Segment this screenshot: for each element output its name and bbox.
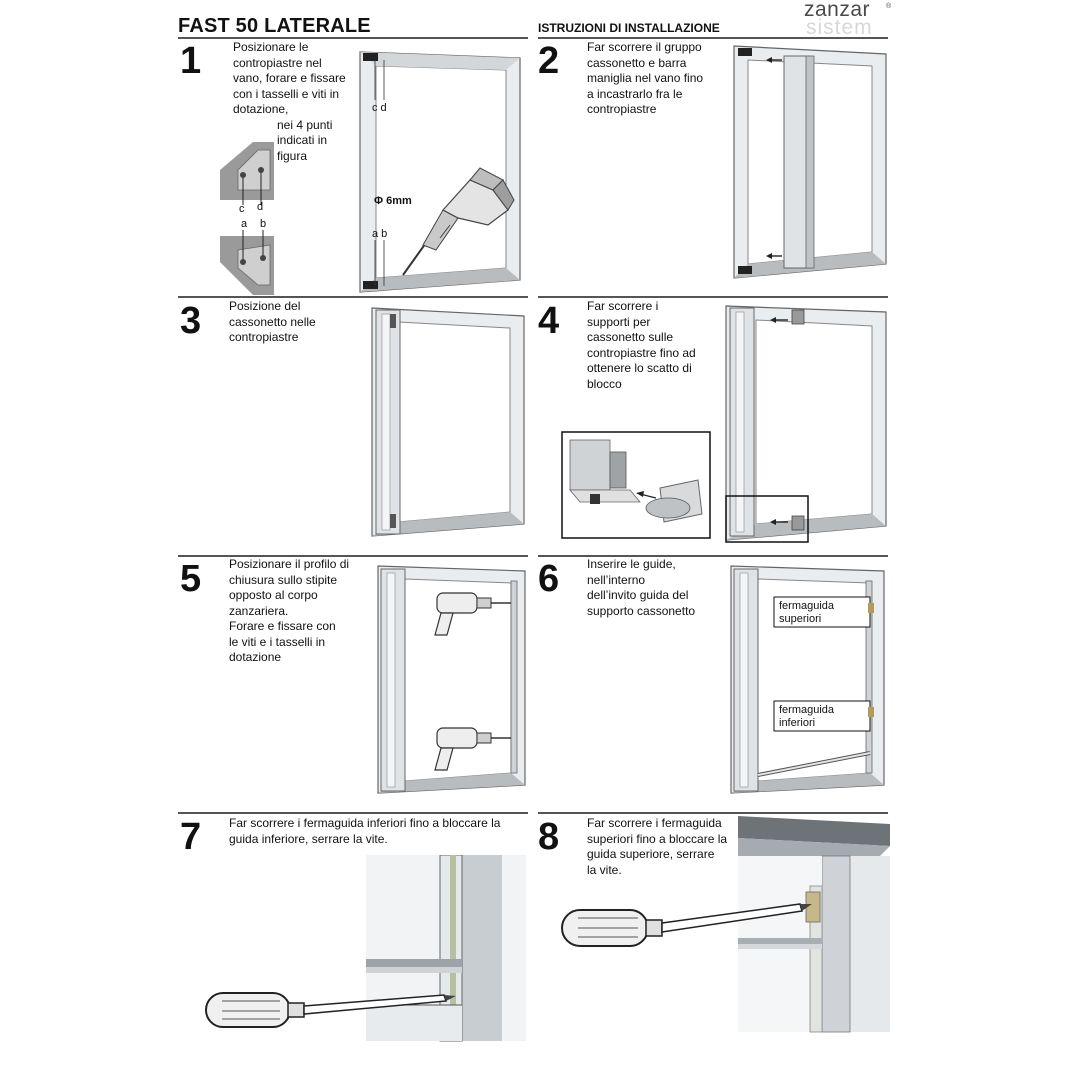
instruction-line: cassonetto nelle: [229, 314, 316, 329]
step-instructions: Far scorrere i fermaguida superiori fino…: [587, 816, 747, 878]
instruction-line: vano, forare e fissare: [233, 71, 346, 85]
logo-registered-mark: ®: [886, 3, 892, 10]
instruction-line: guida superiore, serrare: [587, 847, 715, 861]
step-4-illustration: [560, 302, 890, 547]
instruction-line: superiori fino a bloccare la: [587, 831, 728, 846]
power-drill-icon: [434, 727, 511, 771]
label-cd-top: c d: [372, 102, 387, 114]
instruction-line: la vite.: [587, 862, 622, 877]
instruction-line: contropiastre fino ad: [587, 345, 696, 360]
instruction-line: supporti per: [587, 314, 651, 329]
label-c: c: [239, 203, 245, 215]
document-title: FAST 50 LATERALE: [178, 15, 371, 37]
brand-logo: sistem zanzar ®: [800, 0, 895, 39]
instruction-line: Far scorrere i fermaguida inferiori fino…: [229, 816, 501, 830]
instruction-line: opposto al corpo: [229, 588, 318, 602]
step-number: 5: [180, 558, 202, 600]
power-drill-icon: [434, 592, 511, 636]
step-8-illustration: [560, 816, 890, 1036]
instruction-line: le viti e i tasselli in: [229, 634, 326, 649]
document-subtitle: ISTRUZIONI DI INSTALLAZIONE: [538, 21, 720, 35]
label-line: fermaguida: [779, 600, 835, 612]
screwdriver-icon: [561, 903, 812, 947]
logo-text: zanzar: [804, 0, 871, 21]
step-instructions: Posizione del cassonetto nelle contropia…: [229, 299, 369, 346]
rule-row3-left: [178, 812, 528, 814]
step-instructions: Far scorrere i supporti per cassonetto s…: [587, 299, 727, 392]
instruction-line: dotazione: [229, 650, 282, 664]
instruction-line: a incastrarlo fra le: [587, 86, 683, 101]
step-7-illustration: [200, 855, 528, 1045]
bracket-detail-bottom: [220, 230, 274, 295]
rule-row1-left: [178, 296, 528, 298]
instruction-line: con i tasselli e viti in: [233, 86, 340, 101]
instruction-line: chiusura sullo stipite: [229, 572, 338, 587]
label-fermaguida-inferiori: fermaguida inferiori: [779, 704, 834, 730]
instruction-line: dell’invito guida del: [587, 588, 689, 602]
rule-top-right: [538, 37, 888, 39]
instruction-line: nei 4 punti: [277, 117, 333, 132]
label-d: d: [257, 201, 264, 213]
instruction-line: Posizionare il profilo di: [229, 557, 350, 571]
instruction-line: cassonetto e barra: [587, 55, 687, 70]
logo-subtext: sistem: [806, 16, 873, 39]
step-instructions: Far scorrere i fermaguida inferiori fino…: [229, 816, 529, 847]
instruction-line: supporto cassonetto: [587, 603, 696, 618]
window-frame: [359, 51, 521, 293]
instruction-line: contropiastre nel: [233, 55, 322, 70]
label-b: b: [260, 218, 267, 230]
instruction-line: cassonetto sulle: [587, 330, 674, 344]
instruction-line: blocco: [587, 376, 622, 391]
step-2-illustration: [730, 42, 890, 282]
instruction-line: dotazione,: [233, 102, 289, 116]
label-line: superiori: [779, 613, 822, 625]
step-instructions: Posizionare il profilo di chiusura sullo…: [229, 557, 379, 666]
step-1-illustration: c d a b Φ 6mm c d a b: [218, 40, 528, 295]
instruction-line: nell’interno: [587, 572, 646, 587]
instruction-line: figura: [277, 148, 308, 163]
label-fermaguida-superiori: fermaguida superiori: [779, 600, 834, 626]
rule-row2-left: [178, 555, 528, 557]
instruction-line: ottenere lo scatto di: [587, 361, 692, 375]
step-number: 4: [538, 300, 560, 342]
step-5-illustration: [375, 563, 528, 795]
power-drill-icon: [402, 167, 515, 276]
instruction-line: Posizionare le: [233, 40, 309, 54]
instruction-line: Far scorrere i: [587, 299, 659, 313]
instruction-line: contropiastre: [229, 330, 299, 344]
rule-top-left: [178, 37, 528, 39]
label-line: inferiori: [779, 717, 816, 729]
step-number: 8: [538, 816, 560, 858]
label-a: a: [241, 218, 248, 230]
step-instructions: Inserire le guide, nell’interno dell’inv…: [587, 557, 727, 619]
instruction-line: Far scorrere i fermaguida: [587, 816, 722, 830]
instruction-line: Forare e fissare con: [229, 619, 336, 633]
instruction-line: guida inferiore, serrare la vite.: [229, 831, 388, 846]
label-line: fermaguida: [779, 704, 835, 716]
step-number: 1: [180, 40, 202, 82]
instruction-line: maniglia nel vano fino: [587, 71, 704, 85]
instruction-line: zanzariera.: [229, 603, 289, 618]
rule-row1-right: [538, 296, 888, 298]
step-instructions: Posizionare le contropiastre nel vano, f…: [233, 40, 373, 164]
step-number: 7: [180, 816, 202, 858]
step-instructions: Far scorrere il gruppo cassonetto e barr…: [587, 40, 727, 118]
instruction-line: Posizione del: [229, 299, 301, 313]
bracket-detail-top: [220, 142, 274, 205]
label-ab-bottom: a b: [372, 228, 388, 240]
label-diameter: Φ 6mm: [374, 195, 412, 207]
rule-row3-right: [538, 812, 888, 814]
rule-row2-right: [538, 555, 888, 557]
step-number: 2: [538, 40, 560, 82]
step-3-illustration: [368, 304, 528, 540]
step-number: 6: [538, 558, 560, 600]
instruction-line: Inserire le guide,: [587, 557, 676, 571]
step-number: 3: [180, 300, 202, 342]
instruction-line: Far scorrere il gruppo: [587, 40, 702, 54]
screwdriver-icon: [205, 992, 456, 1028]
step-6-illustration: fermaguida superiori fermaguida inferior…: [728, 563, 888, 795]
instruction-line: indicati in: [277, 133, 328, 147]
instruction-line: contropiastre: [587, 102, 657, 116]
